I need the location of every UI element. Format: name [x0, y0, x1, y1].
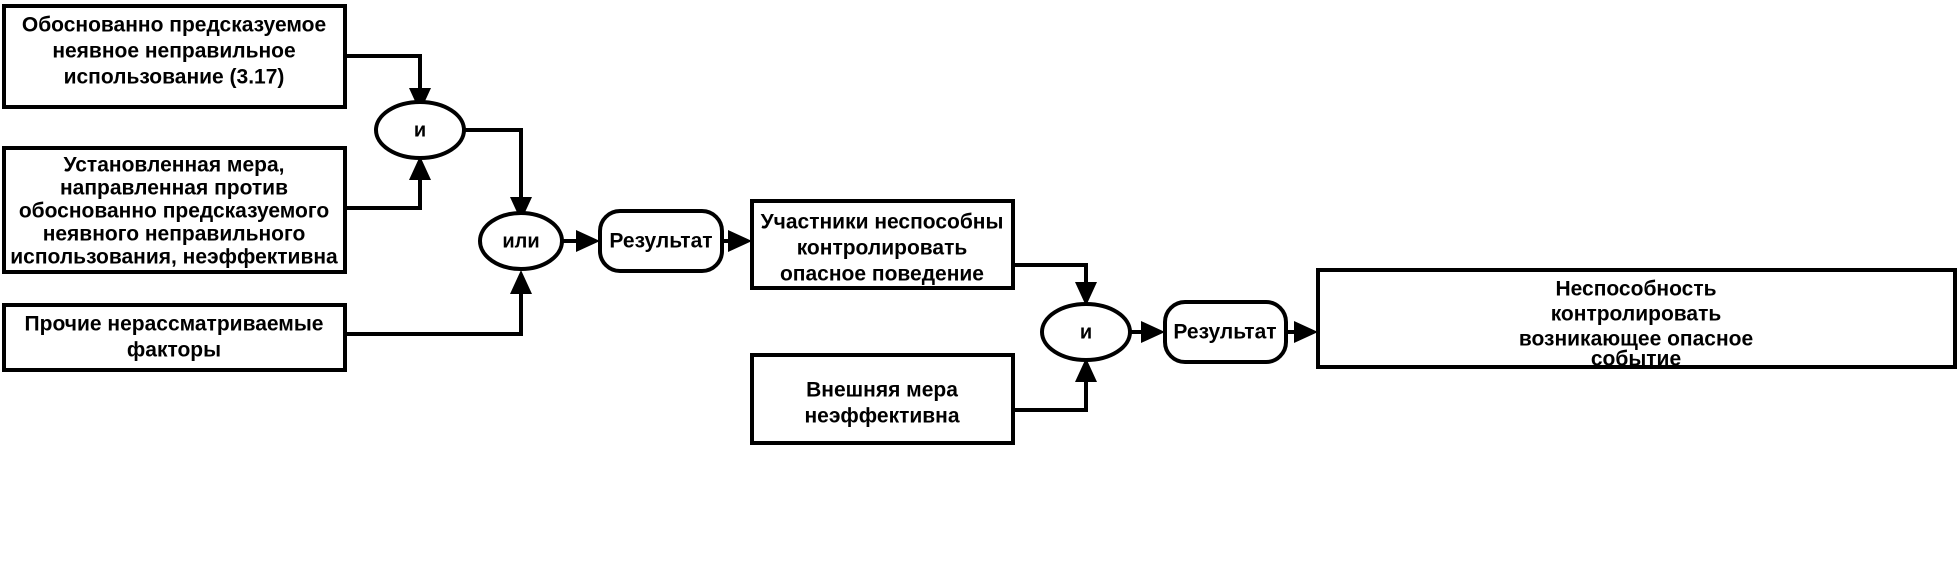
edge-and-right-to-result-right [1127, 321, 1165, 343]
gate-and-left[interactable]: и [374, 100, 466, 160]
node-external-measure-line-2: неэффективна [804, 405, 959, 428]
gate-and-right-label: и [1080, 321, 1092, 343]
node-foreseeable-misuse-line-3: использование (3.17) [64, 66, 285, 89]
node-inability-line-4: событие [1591, 348, 1681, 371]
node-foreseeable-misuse-line-1: Обоснованно предсказуемое [22, 14, 326, 37]
gate-and-right[interactable]: и [1040, 302, 1132, 362]
node-inability-to-control[interactable]: Неспособность контролировать возникающее… [1316, 268, 1957, 371]
node-external-measure-ineffective[interactable]: Внешняя мера неэффективна [750, 353, 1015, 445]
edge-participants-to-and-right [1013, 263, 1097, 306]
node-external-measure-line-1: Внешняя мера [806, 379, 958, 402]
node-participants-unable-line-2: контролировать [797, 237, 968, 260]
node-inability-line-3: возникающее опасное [1519, 328, 1753, 351]
edge-result-left-to-participants [722, 230, 752, 252]
node-measure-ineffective-line-2: направленная против [60, 177, 288, 200]
node-inability-line-1: Неспособность [1555, 278, 1716, 301]
node-measure-ineffective-line-3: обоснованно предсказуемого [19, 200, 329, 223]
node-participants-unable-line-1: Участники неспособны [761, 211, 1004, 234]
node-other-factors-line-1: Прочие нерассматриваемые [25, 313, 324, 336]
node-measure-ineffective-line-1: Установленная мера, [64, 154, 285, 177]
node-measure-ineffective[interactable]: Установленная мера, направленная против … [2, 146, 347, 274]
gate-and-left-label: и [414, 119, 426, 141]
edge-or-to-result-left [562, 230, 600, 252]
node-other-factors[interactable]: Прочие нерассматриваемые факторы [2, 303, 347, 372]
node-result-right-label: Результат [1173, 321, 1276, 344]
node-participants-unable[interactable]: Участники неспособны контролировать опас… [750, 199, 1015, 290]
node-result-right[interactable]: Результат [1163, 300, 1288, 364]
node-foreseeable-misuse-line-2: неявное неправильное [52, 40, 295, 63]
node-inability-line-2: контролировать [1551, 303, 1722, 326]
edge-measure-to-and [345, 156, 431, 210]
node-measure-ineffective-line-5: использования, неэффективна [10, 246, 338, 269]
gate-or-label: или [502, 230, 539, 252]
edge-factors-to-or [345, 270, 532, 336]
gate-or[interactable]: или [478, 211, 564, 271]
edge-and-to-or [464, 128, 532, 221]
edge-external-measure-to-and-right [1013, 358, 1097, 412]
edge-result-right-to-inability [1286, 321, 1318, 343]
node-measure-ineffective-line-4: неявного неправильного [43, 223, 306, 246]
node-other-factors-line-2: факторы [127, 339, 221, 362]
node-foreseeable-misuse[interactable]: Обоснованно предсказуемое неявное неправ… [2, 4, 347, 109]
node-participants-unable-line-3: опасное поведение [780, 263, 984, 286]
node-result-left[interactable]: Результат [598, 209, 724, 273]
node-result-left-label: Результат [609, 230, 712, 253]
